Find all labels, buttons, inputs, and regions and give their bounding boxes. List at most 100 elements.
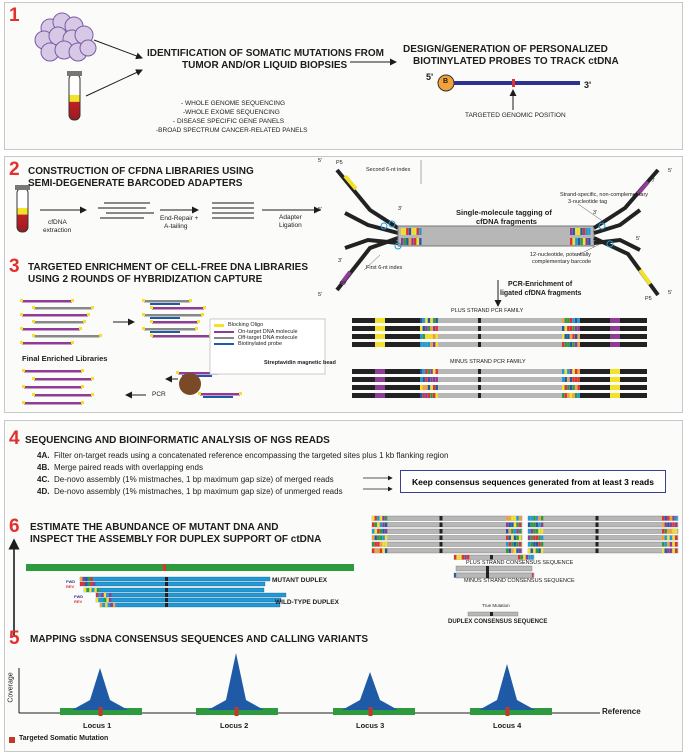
mutation-mark [595, 516, 599, 521]
barcode-base [435, 326, 438, 331]
barcode-base [530, 535, 533, 540]
step-6-heading-line-1: ESTIMATE THE ABUNDANCE OF MUTANT DNA AND [30, 522, 279, 533]
barcode-base [516, 529, 519, 534]
barcode-base [90, 577, 93, 581]
barcode-base [575, 228, 578, 235]
five-prime-b: 5' [318, 207, 323, 213]
pcr-read-insert [420, 342, 580, 347]
barcode-base [528, 542, 531, 547]
barcode-base [577, 377, 580, 382]
legend-blocking-oligo: Blocking Oligo [228, 322, 264, 328]
barcode-base [513, 542, 517, 547]
barcode-base [675, 529, 678, 534]
barcode-base [533, 522, 536, 527]
dna-fragment [24, 402, 82, 405]
mutation-mark [165, 588, 168, 592]
three-prime-c: 3' [593, 210, 598, 216]
barcode-base [103, 598, 107, 602]
barcode-base [562, 377, 565, 382]
barcode-base [433, 318, 436, 323]
barcode-base [98, 593, 101, 597]
barcode-base [519, 522, 522, 527]
p7-label-left: P7 [340, 281, 347, 287]
first-index-label: First 6-nt index [366, 265, 403, 271]
barcode-base [567, 334, 570, 339]
blocking-oligo [71, 299, 74, 302]
barcode-base [580, 228, 583, 235]
barcode-base [533, 529, 536, 534]
barcode-base [506, 542, 509, 547]
tumor-cells-icon [34, 12, 97, 62]
five-prime-a: 5' [318, 158, 323, 164]
index-block [375, 393, 385, 398]
barcode-base [519, 548, 522, 553]
barcode-base [422, 393, 425, 398]
barcode-base [577, 369, 580, 374]
barcode-base [580, 238, 583, 245]
barcode-base [575, 238, 578, 245]
blocking-oligo [239, 392, 242, 395]
barcode-base [541, 535, 544, 540]
barcode-base [662, 542, 665, 547]
barcode-base [572, 228, 575, 235]
assembly-read [371, 541, 523, 547]
mutation-legend-label: Targeted Somatic Mutation [19, 735, 109, 742]
dna-fragment [22, 300, 72, 303]
five-prime-e: 5' [636, 236, 641, 242]
step-4-heading: SEQUENCING AND BIOINFORMATIC ANALYSIS OF… [25, 435, 330, 446]
dna-fragment [152, 307, 204, 310]
barcode-base [577, 393, 580, 398]
pcr-read-insert [420, 318, 580, 323]
barcode-base [667, 522, 670, 527]
barcode-base [511, 542, 514, 547]
barcode-base [420, 326, 423, 331]
barcode-base [572, 369, 575, 374]
barcode-base [533, 535, 536, 540]
targeted-mutation-marker [368, 707, 373, 716]
capture-legend-box [209, 318, 326, 375]
barcode-base [427, 326, 431, 331]
assembly-read [527, 515, 679, 521]
assembly-read [527, 528, 679, 534]
dna-fragment [34, 321, 84, 324]
barcode-base [379, 529, 383, 534]
method-wgs: - WHOLE GENOME SEQUENCING [181, 100, 286, 107]
probe [150, 303, 180, 305]
dna-fragment [34, 394, 92, 397]
barcode-base [377, 542, 380, 547]
index-block [610, 326, 620, 331]
barcode-base [427, 334, 431, 339]
barcode-base [377, 522, 380, 527]
barcode-base [385, 529, 388, 534]
blocking-oligo [32, 393, 35, 396]
index-block [610, 318, 620, 323]
barcode-base [408, 228, 412, 235]
barcode-base [430, 377, 433, 382]
barcode-base [564, 318, 567, 323]
barcode-base [416, 238, 419, 245]
item-4d-id: 4D. [37, 487, 50, 496]
step-a-tailing: A-tailing [164, 223, 188, 230]
blocking-oligo [20, 299, 23, 302]
barcode-base [541, 516, 544, 521]
barcode-base [572, 318, 575, 323]
step-end-repair: End-Repair + [160, 215, 199, 222]
barcode-base [80, 582, 83, 586]
barcode-base [379, 542, 383, 547]
barcode-base [110, 603, 113, 607]
barcode-base [564, 326, 567, 331]
barcode-base [420, 393, 423, 398]
barcode-base [105, 603, 108, 607]
barcode-base [109, 593, 112, 597]
blocking-oligo [91, 377, 94, 380]
barcode-base [96, 598, 99, 602]
barcode-base [106, 593, 109, 597]
barcode-base [667, 516, 670, 521]
blocking-oligo [79, 327, 82, 330]
barcode-base [459, 555, 462, 560]
barcode-base [519, 542, 522, 547]
barcode-base [575, 385, 578, 390]
dna-fragment [22, 314, 88, 317]
index-block [375, 326, 385, 331]
